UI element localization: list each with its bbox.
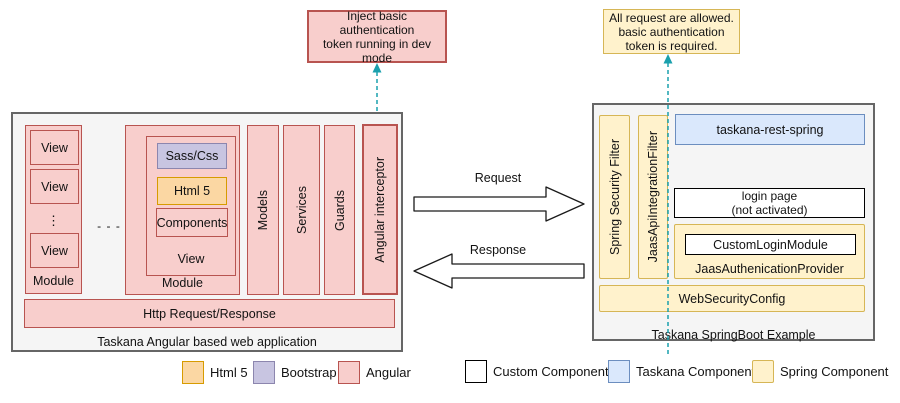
- guards-column: Guards: [324, 125, 355, 295]
- request-arrow-icon: [413, 186, 585, 222]
- jaas-authentication-provider-label: JaasAuthenicationProvider: [695, 262, 844, 276]
- bootstrap-swatch-icon: [253, 360, 275, 384]
- legend-item-angular: Angular: [338, 360, 411, 384]
- spring-security-filter-label: Spring Security Filter: [607, 138, 622, 255]
- taskana-rest-spring-box: taskana-rest-spring: [675, 114, 865, 145]
- springboot-container-title: Taskana SpringBoot Example: [651, 328, 816, 342]
- angular-module-2: Sass/Css Html 5 Components View Module: [125, 125, 240, 295]
- components-box: Components: [156, 208, 228, 237]
- legend-item-taskana-component: Taskana Component: [608, 359, 756, 383]
- spring-component-swatch-icon: [752, 359, 774, 383]
- angular-interceptor-label: Angular interceptor: [373, 156, 387, 263]
- angular-module-1: View View ⋮ View Module: [25, 125, 82, 294]
- taskana-component-swatch-icon: [608, 359, 630, 383]
- custom-component-swatch-icon: [465, 359, 487, 383]
- view-label: View: [177, 252, 205, 266]
- note-inject-token: Inject basic authentication token runnin…: [307, 9, 447, 65]
- services-label: Services: [294, 186, 309, 234]
- legend-item-bootstrap: Bootstrap: [253, 360, 337, 384]
- jaas-api-integration-filter-label: JaasApiIntegrationFilter: [646, 131, 660, 263]
- view-detail-box: Sass/Css Html 5 Components View: [146, 136, 236, 276]
- legend-label: Bootstrap: [281, 364, 337, 380]
- angular-container-title: Taskana Angular based web application: [97, 335, 317, 349]
- sass-css-box: Sass/Css: [157, 143, 227, 169]
- vertical-ellipsis: ⋮: [47, 212, 60, 228]
- custom-login-module-box: CustomLoginModule: [685, 234, 856, 255]
- models-column: Models: [247, 125, 279, 295]
- jaas-api-integration-filter-column: JaasApiIntegrationFilter: [638, 115, 668, 279]
- angular-app-container: View View ⋮ View Module - - - Sass/Css H…: [11, 112, 403, 352]
- spring-security-filter-column: Spring Security Filter: [599, 115, 630, 279]
- view-box: View: [30, 169, 79, 204]
- html5-swatch-icon: [182, 360, 204, 384]
- models-label: Models: [256, 189, 270, 231]
- legend-label: Taskana Component: [636, 363, 756, 379]
- request-label: Request: [474, 170, 522, 185]
- services-column: Services: [283, 125, 320, 295]
- legend-item-html5: Html 5: [182, 360, 248, 384]
- module-label: Module: [33, 274, 74, 288]
- legend-item-custom-component: Custom Component: [465, 359, 609, 383]
- note-all-requests-allowed: All request are allowed. basic authentic…: [603, 9, 740, 54]
- html5-box: Html 5: [157, 177, 227, 205]
- angular-interceptor-column: Angular interceptor: [362, 124, 398, 295]
- legend-label: Html 5: [210, 364, 248, 380]
- modules-ellipsis: - - -: [97, 219, 121, 233]
- view-box: View: [30, 130, 79, 165]
- module-label: Module: [162, 276, 203, 290]
- legend-label: Custom Component: [493, 363, 609, 379]
- legend-label: Angular: [366, 364, 411, 380]
- jaas-authentication-provider-box: CustomLoginModule JaasAuthenicationProvi…: [674, 224, 865, 279]
- login-page-box: login page (not activated): [674, 188, 865, 218]
- legend-item-spring-component: Spring Component: [752, 359, 889, 383]
- springboot-container: Spring Security Filter JaasApiIntegratio…: [592, 103, 875, 342]
- legend-label: Spring Component: [780, 363, 889, 379]
- http-request-response-bar: Http Request/Response: [24, 299, 395, 328]
- guards-label: Guards: [332, 189, 347, 231]
- response-label: Response: [469, 242, 527, 257]
- response-arrow-icon: [413, 253, 585, 289]
- dashed-arrow-allow-icon: [663, 54, 673, 355]
- web-security-config-box: WebSecurityConfig: [599, 285, 865, 312]
- view-box: View: [30, 233, 79, 268]
- angular-swatch-icon: [338, 360, 360, 384]
